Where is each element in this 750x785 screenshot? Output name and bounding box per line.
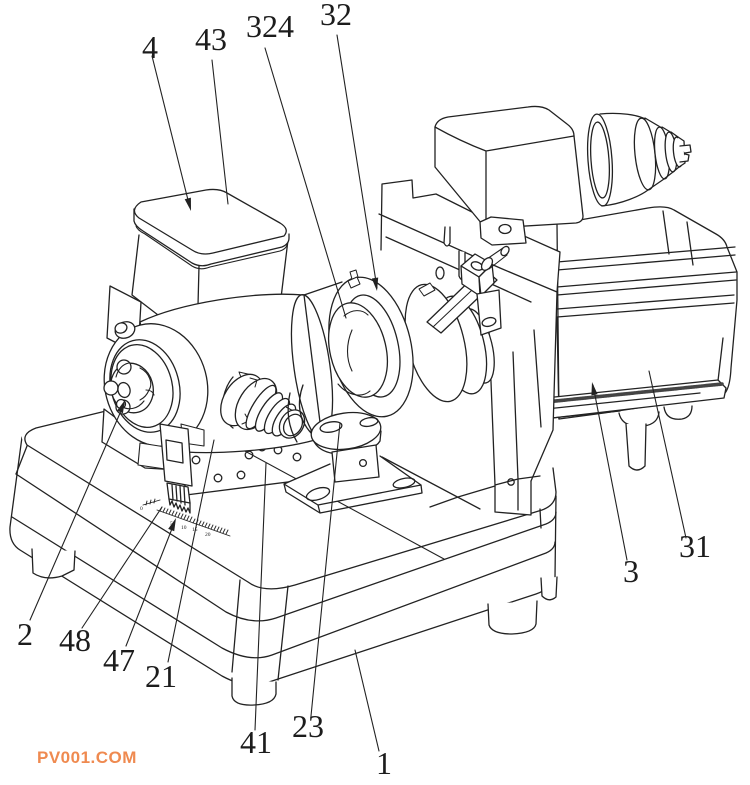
svg-text:41: 41 xyxy=(240,724,272,760)
svg-text:31: 31 xyxy=(679,528,711,564)
svg-text:23: 23 xyxy=(292,708,324,744)
svg-text:0: 0 xyxy=(140,506,143,512)
svg-text:5: 5 xyxy=(170,521,173,527)
svg-text:4: 4 xyxy=(142,29,158,65)
svg-text:3: 3 xyxy=(623,553,639,589)
svg-text:324: 324 xyxy=(246,8,294,44)
svg-text:1: 1 xyxy=(376,745,392,781)
svg-text:10: 10 xyxy=(181,525,187,531)
svg-text:20: 20 xyxy=(205,532,211,538)
svg-text:43: 43 xyxy=(195,21,227,57)
svg-text:32: 32 xyxy=(320,0,352,32)
svg-text:2: 2 xyxy=(17,616,33,652)
svg-text:21: 21 xyxy=(145,658,177,694)
svg-text:48: 48 xyxy=(59,622,91,658)
svg-text:PV001.COM: PV001.COM xyxy=(37,748,137,767)
svg-text:47: 47 xyxy=(103,642,135,678)
